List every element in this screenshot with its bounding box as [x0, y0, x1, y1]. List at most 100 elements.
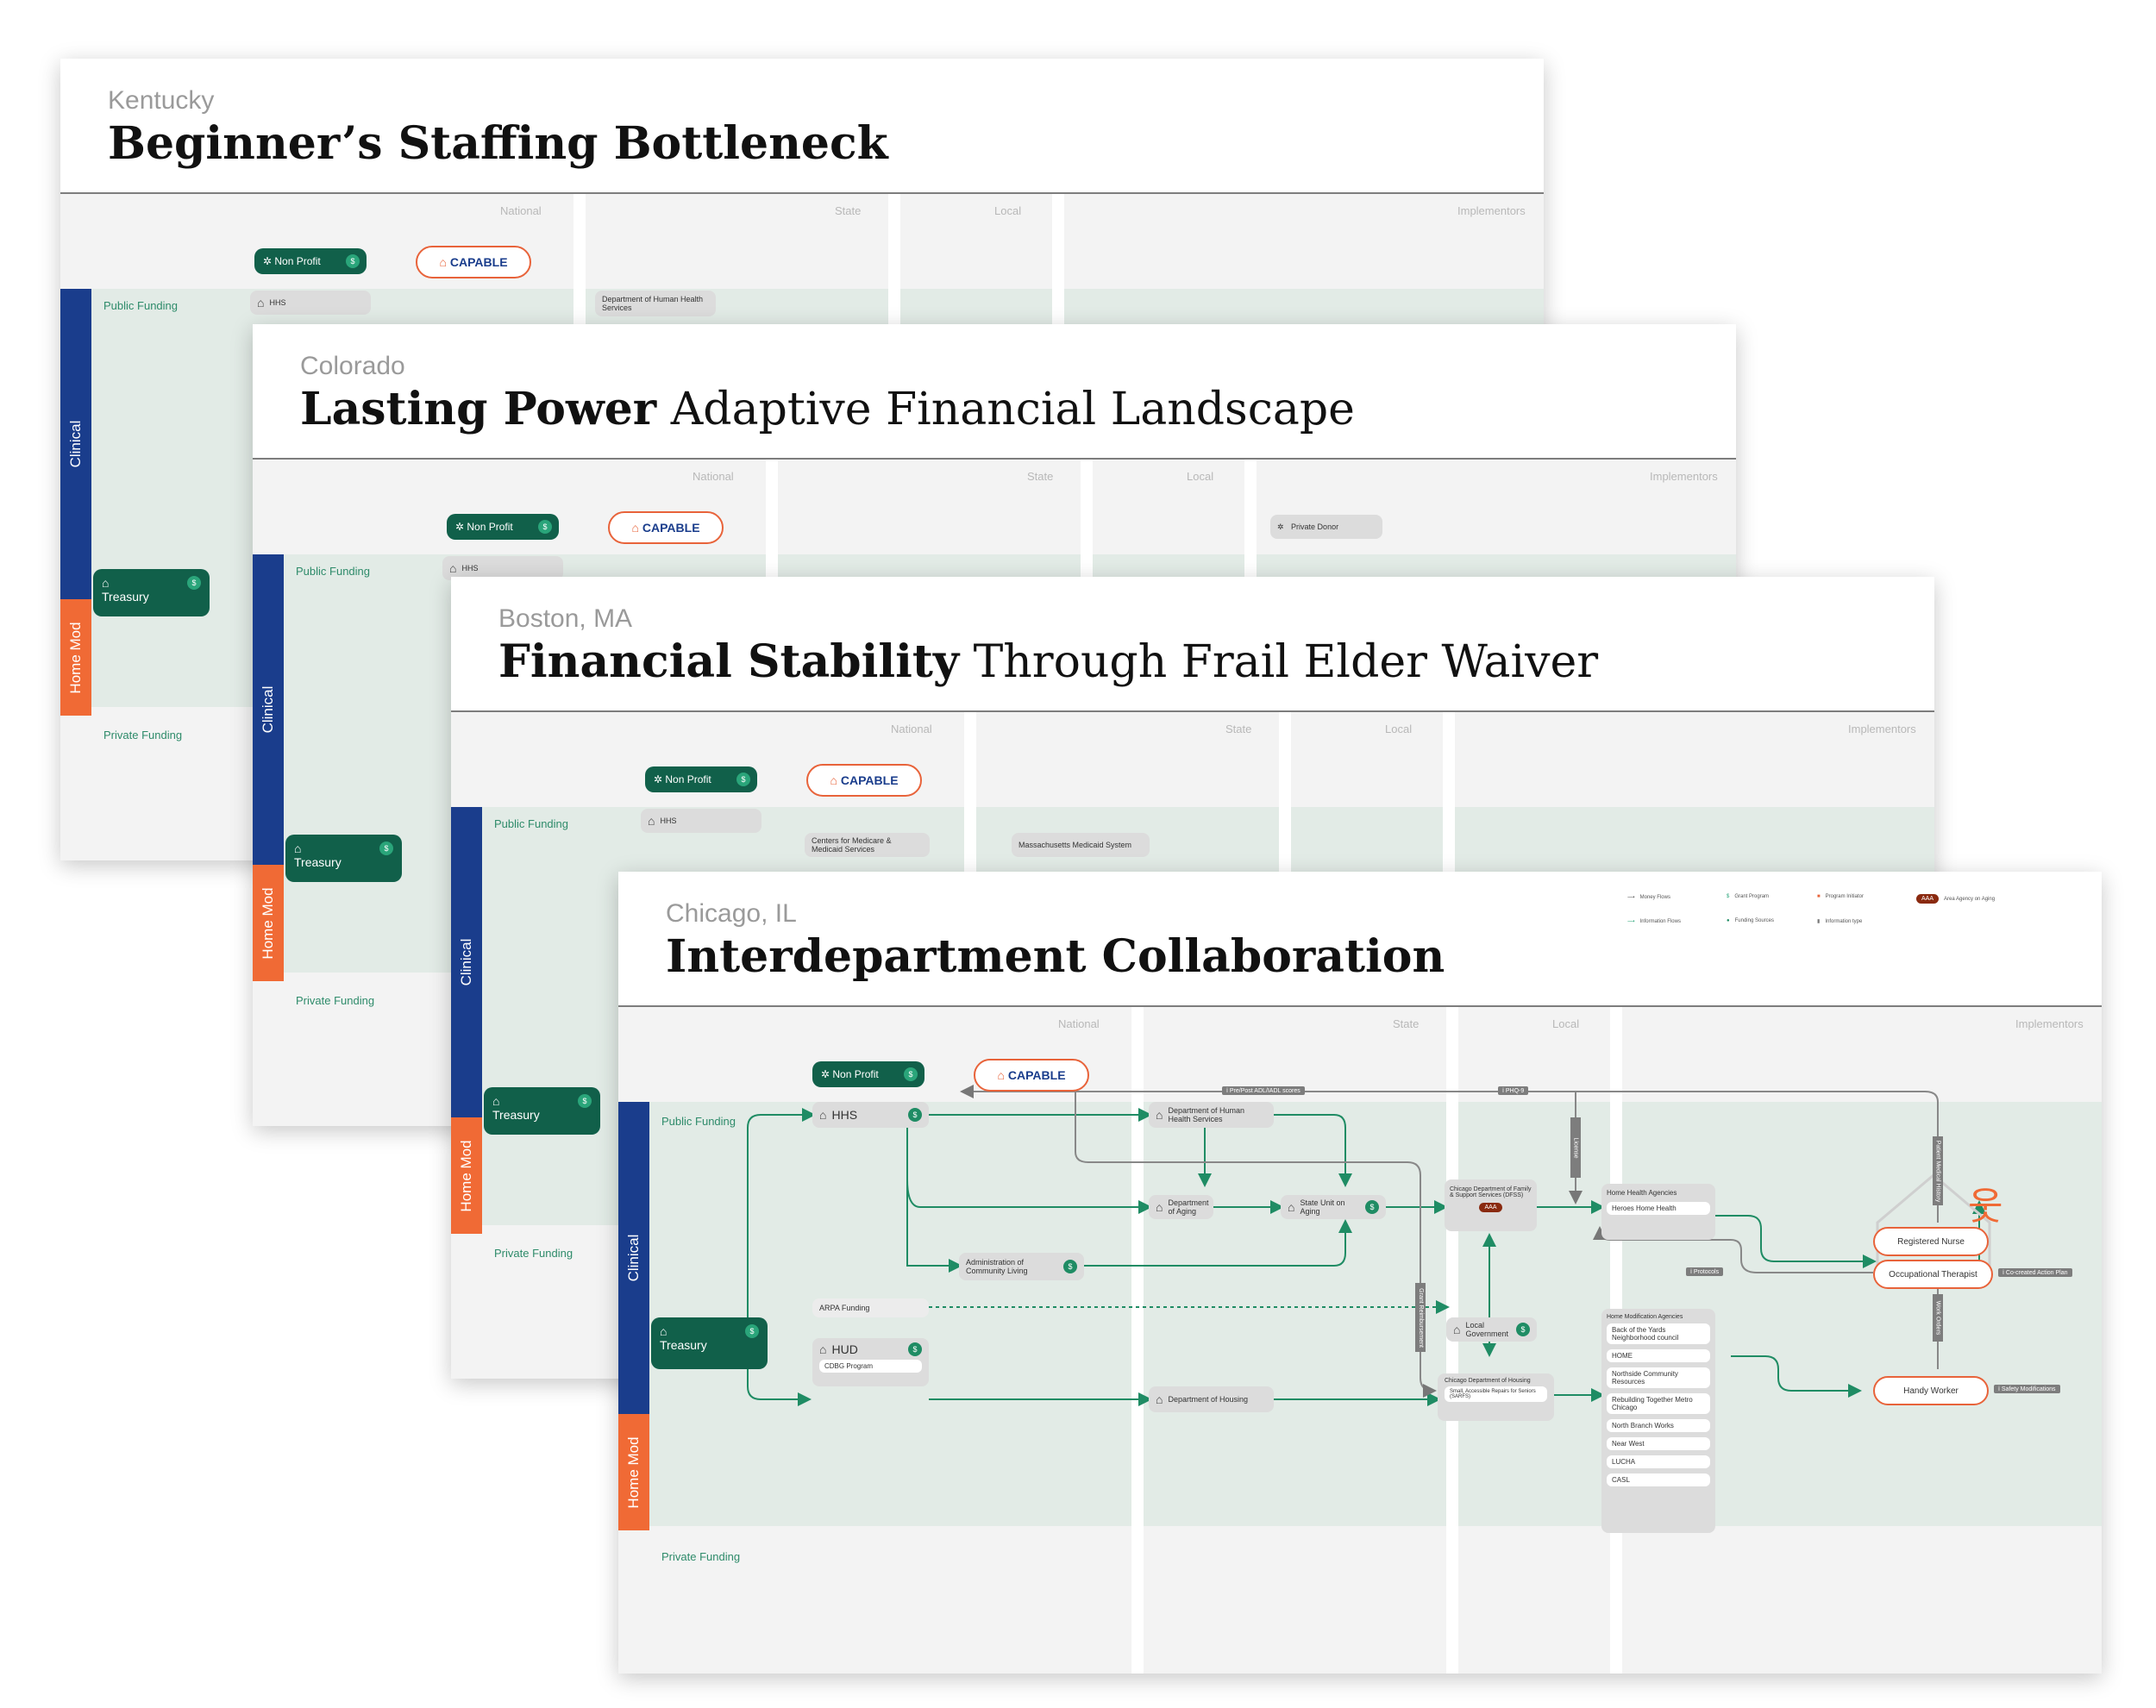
protocols-tag: ⅰ Protocols	[1686, 1267, 1723, 1276]
non-profit-node[interactable]: ✲ Non Profit$	[254, 248, 367, 274]
hhs-node[interactable]: ⌂HHS$	[812, 1102, 929, 1128]
card-header: Kentucky Beginner’s Staffing Bottleneck	[60, 59, 1544, 194]
capable-node[interactable]: ⌂CAPABLE	[806, 764, 922, 797]
public-funding-label: Public Funding	[494, 817, 568, 830]
clinical-bar: Clinical	[253, 554, 284, 865]
private-funding-label: Private Funding	[296, 994, 374, 1007]
non-profit-node[interactable]: ✲ Non Profit$	[812, 1061, 924, 1087]
card-location: Boston, MA	[498, 604, 632, 634]
arpa-node[interactable]: ARPA Funding	[812, 1298, 929, 1317]
card-header: Chicago, IL Interdepartment Collaboratio…	[618, 872, 2102, 1007]
chicago-housing-node[interactable]: Chicago Department of Housing Small, Acc…	[1438, 1373, 1554, 1421]
bank-icon: ⌂	[819, 1108, 826, 1122]
bank-icon: ⌂	[648, 814, 655, 828]
home-mod-bar: Home Mod	[253, 865, 284, 981]
sarfs-program: Small, Accessible Repairs for Seniors (S…	[1445, 1386, 1547, 1402]
clinical-bar: Clinical	[60, 289, 91, 599]
capable-node[interactable]: ⌂CAPABLE	[974, 1059, 1089, 1092]
card-title: Lasting Power Adaptive Financial Landsca…	[300, 383, 1355, 435]
agency-org: Near West	[1607, 1437, 1710, 1450]
agency-org: Northside Community Resources	[1607, 1367, 1710, 1388]
hud-node[interactable]: ⌂HUD$ CDBG Program	[812, 1338, 929, 1386]
dfss-node[interactable]: Chicago Department of Family & Support S…	[1445, 1179, 1537, 1231]
occupational-therapist-node[interactable]: Occupational Therapist	[1873, 1260, 1993, 1289]
private-funding-label: Private Funding	[494, 1247, 573, 1260]
mass-medicaid-node[interactable]: Massachusetts Medicaid System	[1012, 833, 1150, 857]
registered-nurse-node[interactable]: Registered Nurse	[1873, 1227, 1989, 1256]
hhs-to-acl-flow	[907, 1123, 959, 1266]
treasury-to-hhs-flow	[748, 1115, 812, 1330]
public-funding-label: Public Funding	[103, 299, 178, 312]
work-orders-tag: Work Orders	[1933, 1294, 1943, 1342]
handy-worker-node[interactable]: Handy Worker	[1873, 1376, 1989, 1405]
patient-history-tag: Patient Medical History	[1933, 1136, 1943, 1205]
agency-org: LUCHA	[1607, 1455, 1710, 1468]
home-mod-agencies-node[interactable]: Home Modification Agencies Back of the Y…	[1601, 1309, 1715, 1533]
home-health-node[interactable]: Home Health Agencies Heroes Home Health	[1601, 1184, 1715, 1240]
private-donor-node[interactable]: ✲ Private Donor	[1270, 515, 1382, 539]
safety-mods-tag: ⅰ Safety Modifications	[1994, 1385, 2060, 1393]
dept-hhs-node[interactable]: Department of Human Health Services	[595, 291, 716, 316]
clinical-bar: Clinical	[451, 807, 482, 1117]
treasury-node[interactable]: ⌂Treasury$	[285, 835, 402, 882]
agency-org: Rebuilding Together Metro Chicago	[1607, 1393, 1710, 1414]
capable-node[interactable]: ⌂CAPABLE	[608, 511, 724, 544]
chicago-card: Chicago, IL Interdepartment Collaboratio…	[618, 872, 2102, 1674]
co-created-plan-tag: ⅰ Co-created Action Plan	[1998, 1268, 2072, 1277]
card-location: Chicago, IL	[666, 899, 797, 929]
card-title: Interdepartment Collaboration	[666, 930, 1445, 983]
non-profit-node[interactable]: ✲ Non Profit$	[645, 766, 757, 792]
treasury-node[interactable]: ⌂Treasury$	[484, 1087, 600, 1135]
non-profit-node[interactable]: ✲ Non Profit$	[447, 514, 559, 540]
col-local: Local	[1187, 470, 1213, 483]
col-state: State	[1225, 723, 1251, 735]
license-tag: License	[1570, 1117, 1581, 1178]
col-local: Local	[1385, 723, 1412, 735]
bank-icon: ⌂	[660, 1324, 759, 1338]
cdbg-program: CDBG Program	[819, 1360, 922, 1373]
reimbursement-tag: Grant Reimbursement	[1415, 1283, 1426, 1352]
card-title: Financial Stability Through Frail Elder …	[498, 635, 1598, 688]
col-national: National	[500, 204, 542, 217]
house-icon: ⌂	[830, 773, 837, 787]
agency-org: Back of the Yards Neighborhood council	[1607, 1323, 1710, 1344]
home-mod-bar: Home Mod	[451, 1117, 482, 1234]
bank-icon: ⌂	[449, 561, 456, 575]
hhs-node[interactable]: ⌂HHS	[641, 809, 761, 833]
local-gov-node[interactable]: ⌂Local Government$	[1446, 1317, 1537, 1342]
card-header: Colorado Lasting Power Adaptive Financia…	[253, 324, 1736, 460]
col-implementors: Implementors	[1848, 723, 1916, 735]
dept-hhs-node[interactable]: ⌂Department of Human Health Services	[1149, 1102, 1274, 1128]
person-icon: 웃	[1968, 1175, 2002, 1230]
state-unit-node[interactable]: ⌂State Unit on Aging$	[1281, 1195, 1386, 1219]
col-local: Local	[994, 204, 1021, 217]
agency-org: HOME	[1607, 1349, 1710, 1362]
house-icon: ⌂	[997, 1068, 1004, 1082]
agencies-to-handyworker-flow	[1731, 1356, 1858, 1391]
dept-aging-node[interactable]: ⌂Department of Aging	[1149, 1195, 1213, 1219]
cms-node[interactable]: Centers for Medicare & Medicaid Services	[805, 833, 930, 857]
col-national: National	[891, 723, 932, 735]
aaa-badge: AAA	[1479, 1203, 1501, 1212]
public-funding-label: Public Funding	[296, 565, 370, 578]
dept-housing-node[interactable]: ⌂Department of Housing	[1149, 1386, 1274, 1412]
house-icon: ⌂	[631, 521, 638, 535]
private-funding-label: Private Funding	[103, 729, 182, 741]
treasury-node[interactable]: ⌂Treasury$	[651, 1317, 768, 1369]
col-national: National	[693, 470, 734, 483]
col-state: State	[835, 204, 861, 217]
card-location: Kentucky	[108, 86, 214, 116]
card-location: Colorado	[300, 352, 405, 381]
home-mod-bar: Home Mod	[60, 599, 91, 716]
col-state: State	[1027, 470, 1053, 483]
legend: ⟶Money Flows $Grant Program ■Program Ini…	[1627, 894, 2076, 937]
capable-node[interactable]: ⌂CAPABLE	[416, 246, 531, 278]
acl-node[interactable]: Administration of Community Living$	[959, 1253, 1084, 1280]
col-implementors: Implementors	[1650, 470, 1718, 483]
house-icon: ⌂	[439, 255, 446, 269]
treasury-node[interactable]: ⌂Treasury$	[93, 569, 210, 616]
homehealth-to-nurse-flow	[1715, 1216, 1873, 1261]
hhs-to-aging-flow	[907, 1179, 1149, 1207]
hhs-node[interactable]: ⌂HHS	[250, 291, 371, 315]
pre-post-scores-tag: ⅰ Pre/Post ADL/IADL scores	[1222, 1086, 1305, 1095]
